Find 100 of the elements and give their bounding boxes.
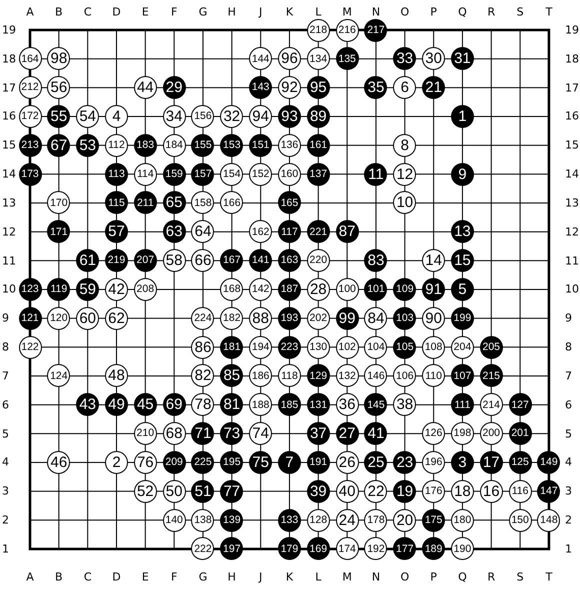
go-stone: 205	[480, 336, 503, 359]
go-stone: 86	[191, 336, 214, 359]
go-stone: 220	[306, 249, 330, 272]
go-stone: 170	[47, 191, 70, 214]
column-label: N	[372, 6, 380, 18]
go-stone: 62	[104, 306, 128, 330]
go-stone: 92	[278, 76, 301, 100]
go-stone: 148	[537, 508, 560, 532]
go-stone: 197	[220, 537, 244, 560]
column-label: B	[55, 6, 63, 18]
row-label: 9	[2, 312, 9, 325]
go-stone: 202	[306, 306, 330, 330]
go-stone: 211	[134, 191, 157, 214]
column-label: B	[55, 570, 63, 584]
go-stone: 41	[364, 422, 388, 446]
go-stone: 222	[191, 537, 214, 560]
go-stone: 126	[422, 422, 446, 446]
go-stone: 34	[162, 104, 186, 128]
column-label: S	[516, 6, 524, 18]
go-stone: 26	[336, 450, 359, 474]
go-stone: 139	[220, 508, 244, 532]
go-stone: 98	[47, 47, 70, 70]
go-stone: 213	[18, 134, 42, 157]
go-stone: 118	[278, 364, 301, 388]
go-stone: 19	[393, 480, 416, 503]
row-label: 12	[565, 225, 579, 238]
go-stone: 189	[422, 537, 446, 560]
go-stone: 103	[393, 306, 416, 330]
row-label: 7	[565, 369, 572, 382]
column-label: M	[342, 6, 352, 18]
row-label: 2	[565, 514, 572, 527]
go-stone: 53	[76, 134, 100, 157]
column-label: G	[198, 570, 208, 584]
go-stone: 66	[191, 249, 214, 272]
row-label: 15	[2, 138, 16, 152]
column-label: Q	[458, 570, 467, 584]
go-stone: 4	[104, 104, 128, 128]
go-stone: 73	[220, 422, 244, 446]
go-stone: 32	[220, 104, 244, 128]
go-stone: 101	[364, 278, 388, 301]
go-stone: 129	[306, 364, 330, 388]
go-stone: 15	[450, 249, 474, 272]
go-stone: 36	[336, 393, 359, 416]
go-stone: 141	[249, 249, 272, 272]
column-label: E	[142, 6, 149, 18]
row-label: 5	[2, 427, 9, 440]
column-label: E	[142, 570, 149, 584]
go-stone: 22	[364, 480, 388, 503]
go-stone: 212	[18, 76, 42, 100]
go-stone: 51	[191, 480, 214, 503]
go-stone: 179	[278, 537, 301, 560]
column-label: K	[286, 6, 294, 18]
go-stone: 102	[336, 336, 359, 359]
row-label: 18	[2, 52, 16, 66]
go-stone: 142	[249, 278, 272, 301]
go-stone: 1	[450, 104, 474, 128]
column-label: F	[170, 6, 178, 18]
go-stone: 95	[306, 76, 330, 100]
go-stone: 17	[480, 450, 503, 474]
go-stone: 2	[104, 450, 128, 474]
go-stone: 134	[306, 47, 330, 70]
go-stone: 123	[18, 278, 42, 301]
go-stone: 187	[278, 278, 301, 301]
go-stone: 156	[191, 104, 214, 128]
go-stone: 160	[278, 162, 301, 186]
go-stone: 104	[364, 336, 388, 359]
column-label: T	[546, 570, 552, 584]
row-label: 17	[565, 81, 579, 94]
go-stone: 52	[134, 480, 157, 503]
go-stone: 61	[76, 249, 100, 272]
go-stone: 8	[393, 134, 416, 157]
go-stone: 81	[220, 393, 244, 416]
row-label: 1	[2, 542, 9, 556]
go-stone: 68	[162, 422, 186, 446]
go-stone: 159	[162, 162, 186, 186]
row-label: 19	[2, 24, 16, 36]
go-stone: 167	[220, 249, 244, 272]
go-stone: 183	[134, 134, 157, 157]
go-stone: 21	[422, 76, 446, 100]
go-stone: 119	[47, 278, 70, 301]
row-label: 3	[565, 484, 572, 498]
go-stone: 64	[191, 220, 214, 244]
go-stone: 158	[191, 191, 214, 214]
go-stone: 223	[278, 336, 301, 359]
go-stone: 35	[364, 76, 388, 100]
row-label: 4	[2, 456, 9, 469]
go-stone: 188	[249, 393, 272, 416]
go-stone: 133	[278, 508, 301, 532]
go-stone: 190	[450, 537, 474, 560]
row-label: 4	[565, 456, 572, 469]
go-stone: 56	[47, 76, 70, 100]
go-stone: 28	[306, 278, 330, 301]
go-stone: 200	[480, 422, 503, 446]
go-stone: 108	[422, 336, 446, 359]
row-label: 17	[2, 81, 16, 94]
go-stone: 215	[480, 364, 503, 388]
go-stone: 214	[480, 393, 503, 416]
go-stone: 71	[191, 422, 214, 446]
go-stone: 55	[47, 104, 70, 128]
go-stone: 193	[278, 306, 301, 330]
